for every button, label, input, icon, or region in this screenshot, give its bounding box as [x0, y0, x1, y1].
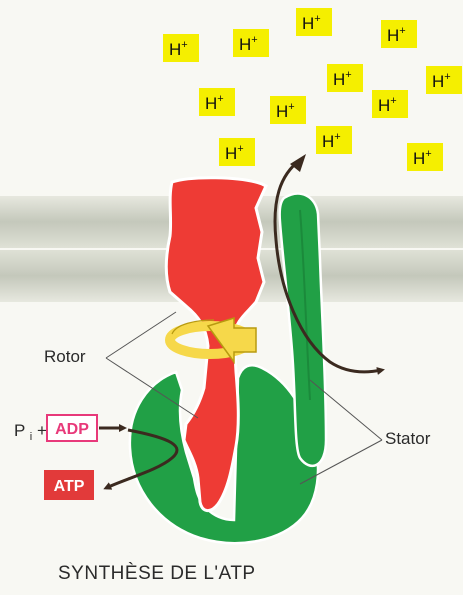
proton-group: H+H+H+H+H+H+H+H+H+H+H+H+ — [163, 8, 462, 171]
rotor-pointer-upper — [106, 312, 176, 358]
diagram-caption: SYNTHÈSE DE L'ATP — [58, 563, 256, 585]
proton-label: H+ — [372, 90, 408, 118]
proton-label: H+ — [327, 64, 363, 92]
proton-flow-arrow-tail — [290, 154, 306, 172]
pi-label: P — [14, 421, 25, 440]
proton-label: H+ — [163, 34, 199, 62]
pi-plus-label: P i + — [14, 421, 47, 444]
proton-label: H+ — [219, 138, 255, 166]
stator-label: Stator — [385, 429, 431, 448]
atp-box: ATP — [44, 470, 94, 500]
proton-label: H+ — [381, 20, 417, 48]
rotor-label: Rotor — [44, 347, 86, 366]
proton-label: H+ — [426, 66, 462, 94]
proton-label: H+ — [199, 88, 235, 116]
svg-text:P i +: P i + — [14, 421, 47, 444]
proton-label: H+ — [233, 29, 269, 57]
adp-label: ADP — [55, 421, 89, 438]
proton-label: H+ — [316, 126, 352, 154]
atp-label: ATP — [54, 478, 85, 495]
adp-box: ADP — [47, 415, 97, 441]
proton-label: H+ — [407, 143, 443, 171]
proton-label: H+ — [270, 96, 306, 124]
plus-sign: + — [37, 421, 47, 440]
proton-label: H+ — [296, 8, 332, 36]
pi-subscript: i — [30, 431, 32, 443]
